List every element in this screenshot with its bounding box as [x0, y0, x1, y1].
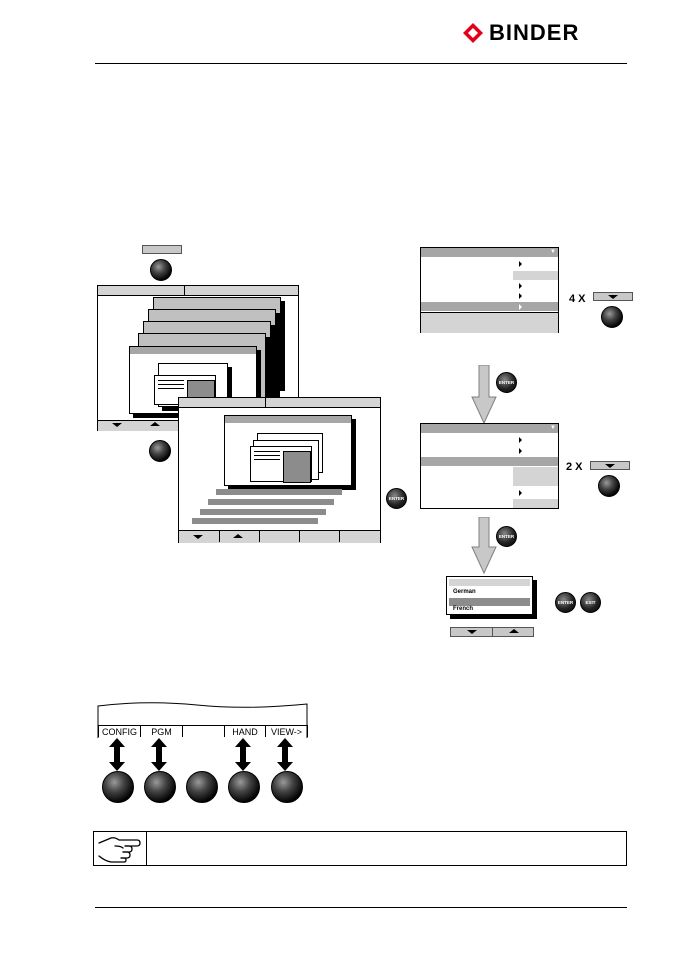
submenu-arrow-icon — [519, 437, 522, 443]
flow-arrow-icon — [471, 517, 497, 575]
footer-rule — [95, 907, 627, 908]
down-arrow-icon — [605, 464, 615, 468]
control-knob-2[interactable] — [149, 440, 171, 462]
up-arrow-icon — [233, 534, 243, 538]
submenu-arrow-icon — [519, 261, 522, 267]
control-knob-pgm[interactable] — [144, 771, 176, 803]
control-knob-hand[interactable] — [228, 771, 260, 803]
flow-arrow-icon — [471, 365, 497, 425]
repeat-label-4x: 4 X — [569, 293, 586, 305]
down-softkey[interactable] — [593, 292, 633, 301]
brand-name: BINDER — [489, 20, 580, 45]
mini-window — [250, 446, 312, 483]
controller-display-edge — [97, 702, 308, 738]
binder-logo: BINDER — [463, 22, 579, 44]
enter-key-icon[interactable]: ENTER — [386, 488, 407, 509]
submenu-arrow-icon — [519, 283, 522, 289]
enter-key-icon[interactable]: ENTER — [496, 526, 517, 547]
down-arrow-icon — [112, 423, 122, 427]
control-knob-config[interactable] — [102, 771, 134, 803]
binder-logo-icon — [463, 23, 483, 43]
down-arrow-icon — [608, 295, 618, 299]
menu-window-2: ▼ — [420, 423, 559, 509]
menu-window-1: ▼ — [420, 247, 559, 333]
control-knob-1[interactable] — [150, 259, 172, 281]
down-arrow-icon — [467, 630, 477, 634]
control-knob-blank[interactable] — [186, 771, 218, 803]
front-display-window — [178, 397, 381, 543]
fkey-config[interactable]: CONFIG — [98, 725, 141, 737]
up-arrow-icon — [509, 629, 519, 633]
submenu-arrow-icon — [519, 490, 522, 496]
header-rule — [95, 63, 627, 64]
scroll-indicator-icon: ▼ — [550, 249, 556, 255]
down-softkey[interactable] — [590, 461, 630, 470]
enter-key-icon[interactable]: ENTER — [555, 592, 576, 613]
arrow-softkeys[interactable] — [450, 627, 534, 637]
note-box — [93, 831, 627, 866]
pointing-hand-icon — [98, 837, 141, 863]
fkey-view[interactable]: VIEW-> — [266, 725, 308, 737]
fkey-hand[interactable]: HAND — [225, 725, 266, 737]
front-inner-window — [224, 415, 352, 486]
softkey-top[interactable] — [142, 245, 182, 254]
control-knob-3[interactable] — [601, 306, 623, 328]
submenu-arrow-icon — [519, 293, 522, 299]
enter-key-icon[interactable]: ENTER — [496, 372, 517, 393]
fkey-pgm[interactable]: PGM — [141, 725, 183, 737]
language-menu: German French — [446, 576, 533, 615]
submenu-arrow-icon — [519, 304, 522, 310]
up-arrow-icon — [150, 422, 160, 426]
exit-key-icon[interactable]: EXIT — [580, 592, 601, 613]
repeat-label-2x: 2 X — [566, 461, 583, 473]
key-arrows — [109, 738, 293, 771]
control-knob-4[interactable] — [598, 475, 620, 497]
language-item-french[interactable]: French — [453, 606, 474, 612]
control-knob-view[interactable] — [271, 771, 303, 803]
submenu-arrow-icon — [519, 448, 522, 454]
scroll-indicator-icon: ▼ — [550, 425, 556, 431]
language-item-german[interactable]: German — [453, 589, 476, 595]
down-arrow-icon — [193, 535, 203, 539]
fkey-blank[interactable] — [183, 725, 225, 737]
